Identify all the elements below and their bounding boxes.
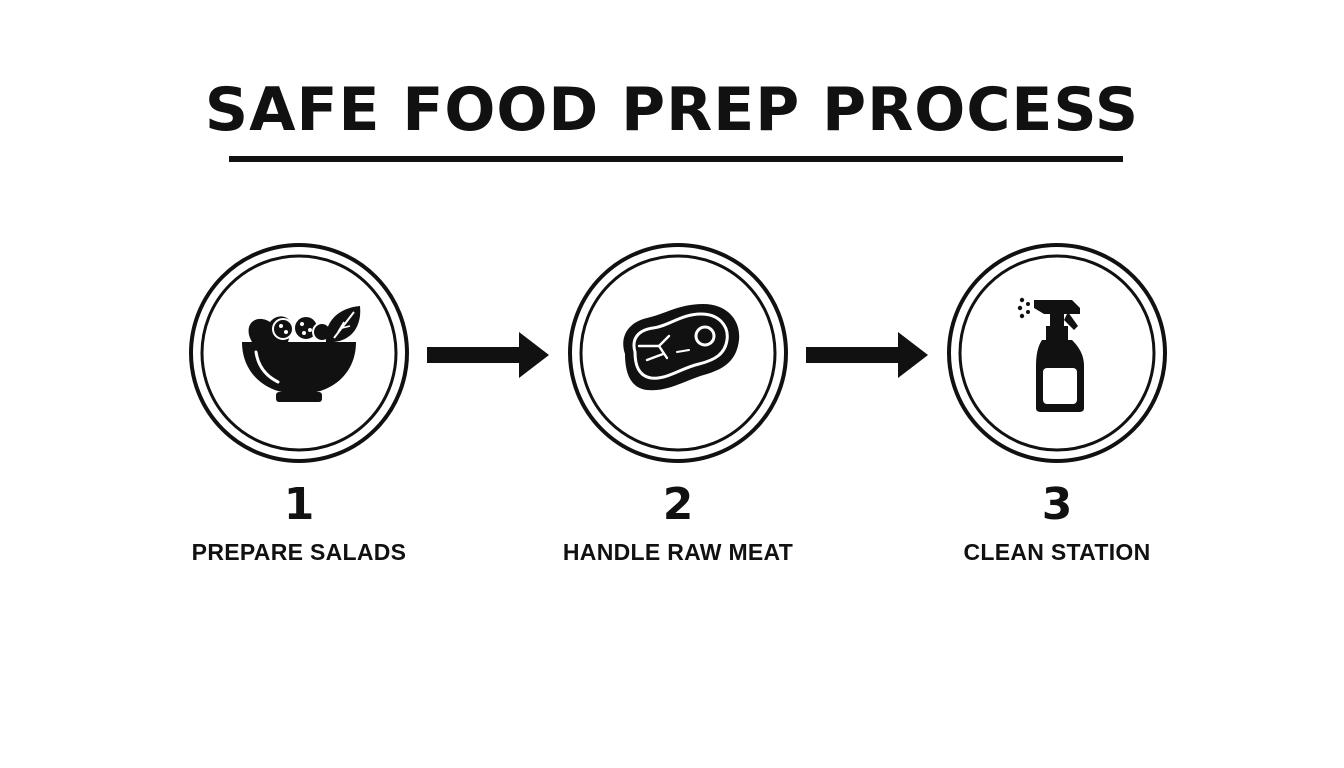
step-1-circle bbox=[188, 242, 410, 464]
step-2: 2 HANDLE RAW MEAT bbox=[563, 242, 793, 572]
step-2-circle bbox=[567, 242, 789, 464]
step-number: 2 bbox=[662, 479, 694, 530]
step-3: 3 CLEAN STATION bbox=[942, 242, 1172, 572]
step-label: PREPARE SALADS bbox=[191, 539, 407, 565]
arrow-right-icon bbox=[427, 330, 551, 380]
step-number: 3 bbox=[1041, 479, 1073, 530]
step-number: 1 bbox=[283, 479, 315, 530]
spray-bottle-icon bbox=[947, 243, 1167, 463]
salad-bowl-icon bbox=[189, 243, 409, 463]
step-label: CLEAN STATION bbox=[963, 539, 1151, 565]
title-underline bbox=[229, 156, 1123, 162]
arrow-right-icon bbox=[806, 330, 930, 380]
raw-steak-icon bbox=[568, 243, 788, 463]
step-label: HANDLE RAW MEAT bbox=[562, 539, 794, 565]
step-1: 1 PREPARE SALADS bbox=[184, 242, 414, 572]
step-3-circle bbox=[946, 242, 1168, 464]
page-title: SAFE FOOD PREP PROCESS bbox=[204, 75, 1140, 145]
